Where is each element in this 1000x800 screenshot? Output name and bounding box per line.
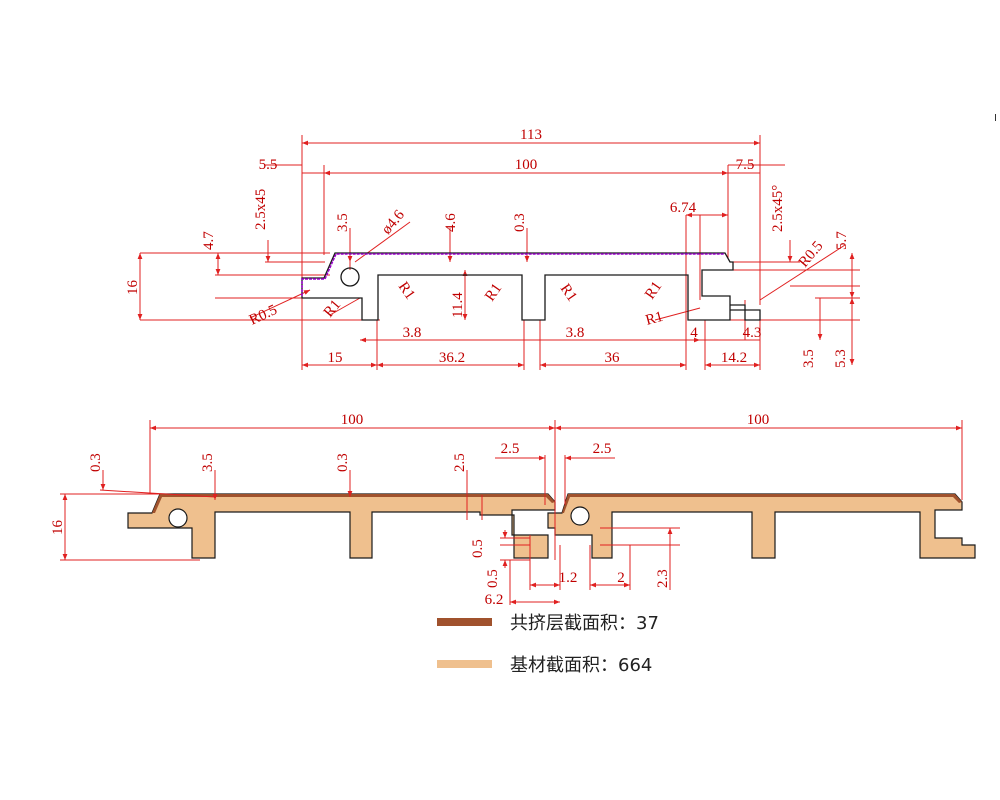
corner-mark (995, 114, 996, 121)
dim-r1-c: R1 (482, 281, 505, 305)
dim-bottom-36-2: 36.2 (439, 350, 465, 366)
dim-0-3-top: 0.3 (512, 213, 528, 232)
legend-label-substrate: 基材截面积：664 (510, 655, 652, 676)
dim-width-right-100: 100 (747, 412, 770, 428)
right-board-substrate (547, 493, 976, 559)
dim-slot-right: 3.8 (566, 325, 585, 341)
dim-height-16-bottom: 16 (50, 520, 66, 536)
dim-2-5-vertical: 2.5 (452, 453, 468, 472)
dim-slot-left: 3.8 (403, 325, 422, 341)
dim-2: 2 (617, 570, 625, 586)
legend-swatch-substrate (437, 660, 492, 668)
dim-0-5-a: 0.5 (470, 539, 486, 558)
dim-bottom-14-2: 14.2 (721, 350, 747, 366)
dim-5-5: 5.5 (259, 157, 278, 173)
dim-height-16-top: 16 (125, 280, 141, 296)
dim-r1-b: R1 (395, 279, 418, 303)
dim-4-6: 4.6 (443, 213, 459, 232)
dim-bottom-36: 36 (605, 350, 621, 366)
dim-0-5-b: 0.5 (485, 569, 501, 588)
dim-6-74: 6.74 (670, 200, 697, 216)
top-coextrusion-cap-line (301, 253, 724, 296)
dim-113: 113 (520, 127, 542, 143)
dim-v-3-5: 3.5 (801, 349, 817, 368)
dim-11-4: 11.4 (450, 292, 466, 318)
dim-width-left-100: 100 (341, 412, 364, 428)
dim-100: 100 (515, 157, 538, 173)
left-board-substrate (127, 493, 556, 559)
top-profile-drawing: 113 100 5.5 7.5 2.5x45 2.5x45° 4.7 3.5 ø… (125, 127, 860, 370)
bottom-assembly-drawing: 100 100 0.3 3.5 0.3 2.5 2.5 2.5 16 0.5 0… (50, 412, 976, 608)
dim-6-2: 6.2 (485, 592, 504, 608)
right-board-coextrusion (562, 494, 962, 513)
top-profile-outline (301, 252, 761, 321)
dim-v-5-3: 5.3 (833, 349, 849, 368)
dim-r0-5-right: R0.5 (796, 238, 827, 270)
dim-7-5: 7.5 (736, 157, 755, 173)
right-board-hole (570, 506, 590, 526)
dim-4-3: 4.3 (743, 325, 762, 341)
dim-2-3: 2.3 (655, 569, 671, 588)
dim-1-2: 1.2 (559, 570, 578, 586)
dim-4-7: 4.7 (201, 231, 217, 250)
legend: 共挤层截面积：37 基材截面积：664 (437, 613, 659, 676)
top-screw-hole (340, 267, 360, 287)
dim-4: 4 (690, 325, 698, 341)
dim-3-5: 3.5 (335, 213, 351, 232)
dim-gap-left: 2.5 (501, 441, 520, 457)
dim-r0-5-left: R0.5 (247, 302, 280, 329)
legend-label-coextrusion: 共挤层截面积：37 (510, 613, 659, 634)
dim-3-5-bottom: 3.5 (200, 453, 216, 472)
dim-chamfer-right: 2.5x45° (770, 185, 786, 232)
dim-gap-right: 2.5 (593, 441, 612, 457)
legend-swatch-coextrusion (437, 618, 492, 626)
dim-0-3-b: 0.3 (335, 453, 351, 472)
dim-0-3-a: 0.3 (88, 453, 104, 472)
bottom-dimension-lines (60, 420, 963, 605)
dim-r1-d: R1 (557, 281, 580, 305)
top-extension-lines (140, 135, 860, 370)
left-board-hole (168, 508, 188, 528)
dim-chamfer-left: 2.5x45 (253, 189, 269, 230)
dim-r1-a: R1 (321, 297, 345, 321)
dim-r1-f: R1 (644, 309, 665, 329)
dim-r1-e: R1 (642, 279, 665, 303)
dim-5-7: 5.7 (834, 231, 850, 250)
dim-hole-diameter: ø4.6 (379, 207, 408, 238)
top-dimension-lines (137, 140, 855, 368)
dim-bottom-15: 15 (328, 350, 343, 366)
